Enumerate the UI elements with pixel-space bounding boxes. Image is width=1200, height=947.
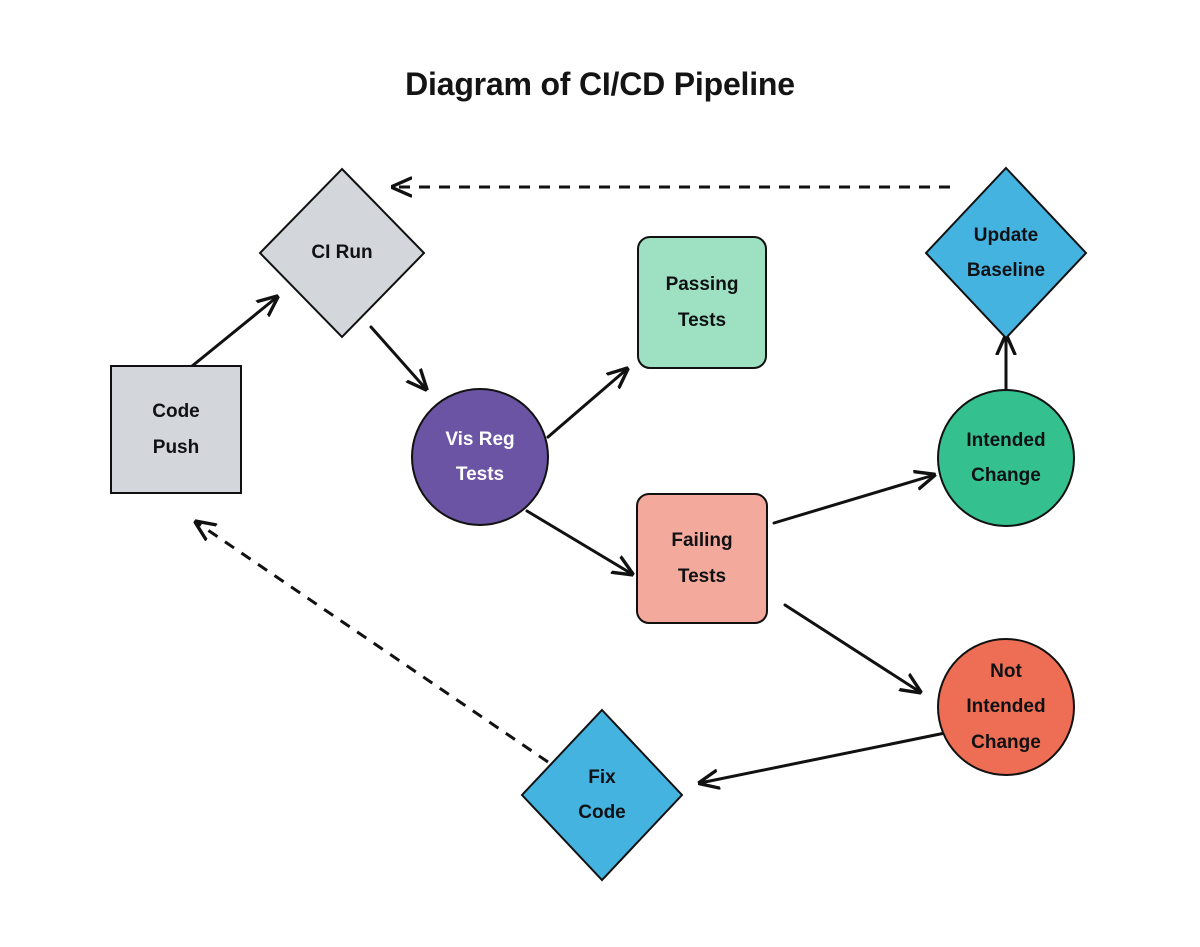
node-not-intended-change[interactable] xyxy=(937,638,1075,776)
edge-ci-run-to-vis-reg-tests xyxy=(369,325,426,389)
node-update-baseline[interactable] xyxy=(924,166,1088,340)
edge-fix-code-to-code-push xyxy=(196,522,549,764)
node-code-push[interactable] xyxy=(110,365,242,494)
node-intended-change[interactable] xyxy=(937,389,1075,527)
edge-failing-tests-to-intended-change xyxy=(772,475,934,525)
node-ci-run[interactable] xyxy=(258,167,426,339)
node-fix-code[interactable] xyxy=(520,708,684,882)
node-vis-reg-tests[interactable] xyxy=(411,388,549,526)
edge-failing-tests-to-not-intended-change xyxy=(783,603,920,692)
node-failing-tests[interactable] xyxy=(636,493,768,624)
edge-layer xyxy=(184,187,1006,783)
edge-code-push-to-ci-run xyxy=(184,297,277,373)
edge-vis-reg-tests-to-passing-tests xyxy=(546,369,627,439)
page-title: Diagram of CI/CD Pipeline xyxy=(405,66,795,102)
node-passing-tests[interactable] xyxy=(637,236,767,369)
edge-vis-reg-tests-to-failing-tests xyxy=(525,509,632,574)
edge-not-intended-change-to-fix-code xyxy=(700,731,947,783)
node-layer xyxy=(110,166,1088,882)
